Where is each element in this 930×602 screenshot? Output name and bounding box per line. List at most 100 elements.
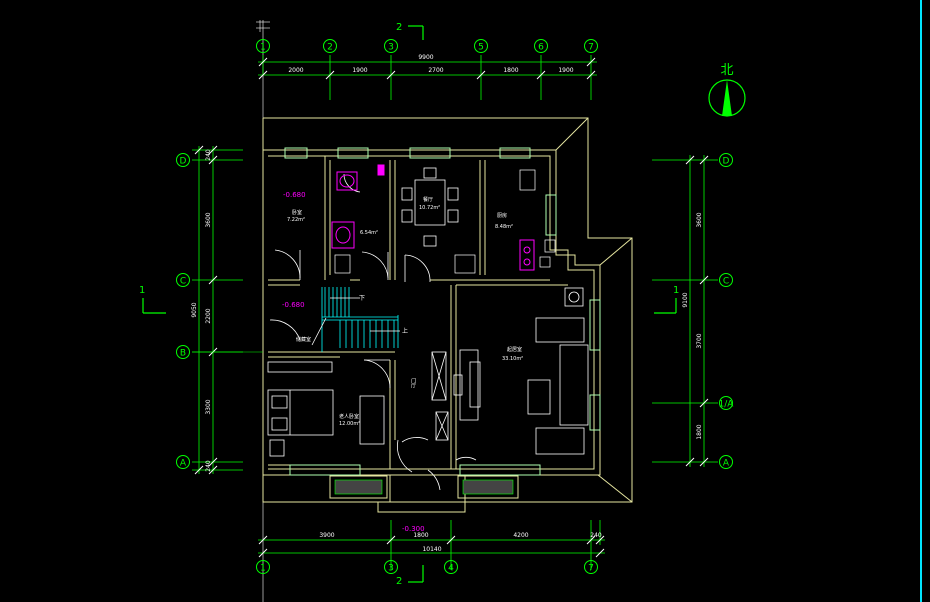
- room-name-bedroom-sw: 老人卧室: [339, 413, 359, 420]
- axis-bubble-bottom: 4: [444, 560, 458, 574]
- axis-bubble-left: A: [176, 455, 190, 469]
- elevation-bedroom-nw: -0.680: [283, 191, 306, 199]
- axis-bubble-left: B: [176, 345, 190, 359]
- living-room-furniture: [431, 287, 589, 455]
- top-dimension-group: 2: [256, 20, 597, 602]
- axis-bubble-top: 5: [474, 39, 488, 53]
- stair-down-label: 下: [359, 295, 365, 302]
- axis-bubble-left-label: D: [180, 157, 187, 167]
- axis-bubble-left-label: B: [180, 349, 186, 359]
- bathroom-fixtures: [331, 164, 535, 271]
- axis-bubble-top-label: 1: [260, 43, 266, 53]
- axis-bubble-bottom-label: 3: [388, 564, 394, 574]
- axis-bubble-top: 1: [256, 39, 270, 53]
- door-swings: [269, 173, 477, 491]
- room-area-bath: 6.54m²: [360, 230, 378, 236]
- axis-bubble-right-label: D: [723, 157, 730, 167]
- section-mark-top: 2: [396, 22, 402, 33]
- axis-bubble-bottom-label: 1: [260, 564, 266, 574]
- axis-bubble-right: C: [719, 273, 733, 287]
- room-name-living: 起居室: [507, 346, 522, 353]
- dim-left-segment: 3600: [205, 212, 212, 227]
- axis-bubble-left: C: [176, 273, 190, 287]
- axis-bubbles-left: D C B A: [176, 153, 190, 469]
- north-label: 北: [720, 63, 733, 78]
- right-dimension-texts: 9100 3600 3700 1800: [682, 212, 703, 439]
- room-area-kitchen: 8.48m²: [495, 224, 513, 230]
- stair: [311, 287, 400, 352]
- dim-right-segment: 3600: [696, 212, 703, 227]
- dim-top-segment: 1900: [352, 67, 367, 74]
- axis-bubble-top-label: 7: [588, 43, 594, 53]
- bottom-dimension-group: 2: [258, 520, 605, 587]
- left-dimension-texts: 9050 240 3600 2200 3300 240: [191, 149, 212, 472]
- dim-bottom-segment: 4200: [513, 532, 528, 539]
- dim-top-segment: 1800: [503, 67, 518, 74]
- axis-bubble-top: 3: [384, 39, 398, 53]
- dim-top-segment: 1900: [558, 67, 573, 74]
- dim-top-total: 9900: [418, 54, 433, 61]
- room-area-dining: 10.72m²: [419, 205, 440, 211]
- dim-right-outer: 9100: [682, 292, 689, 307]
- hall-label: 门厅: [410, 377, 416, 388]
- building-walls: [262, 117, 633, 513]
- room-name-dining: 餐厅: [423, 196, 433, 203]
- axis-bubble-left-label: A: [180, 459, 187, 469]
- stair-label: 储藏室: [296, 336, 311, 343]
- section-mark-left: 1: [139, 285, 145, 296]
- room-area-living: 33.10m²: [502, 356, 523, 362]
- dim-top-segment: 2700: [428, 67, 443, 74]
- dining-table: [401, 167, 459, 247]
- stair-up-label: 上: [402, 327, 408, 335]
- dim-bottom-total: 10140: [422, 546, 441, 553]
- axis-bubble-bottom-label: 4: [448, 564, 454, 574]
- dim-left-wall-top: 240: [205, 149, 212, 161]
- axis-bubbles-right: D C 1/A A: [719, 153, 735, 469]
- axis-bubble-left: D: [176, 153, 190, 167]
- axis-bubble-top: 2: [323, 39, 337, 53]
- dim-top-segment: 2000: [288, 67, 303, 74]
- north-arrow-icon: 北: [708, 63, 746, 117]
- top-dimension-texts: 9900 2000 1900 2700 1800 1900: [288, 54, 573, 74]
- dim-left-segment: 3300: [205, 399, 212, 414]
- dim-left-wall-bottom: 240: [205, 460, 212, 472]
- dim-right-segment: 3700: [696, 333, 703, 348]
- axis-bubbles-bottom: 1 3 4 7: [256, 560, 598, 574]
- axis-bubble-right-label: C: [723, 277, 729, 287]
- axis-bubble-bottom: 7: [584, 560, 598, 574]
- dim-left-segment: 2200: [205, 308, 212, 323]
- dim-right-segment: 1800: [696, 424, 703, 439]
- axis-bubble-bottom-label: 7: [588, 564, 594, 574]
- bedroom-furniture: [267, 361, 385, 457]
- room-area-bedroom-sw: 12.00m²: [339, 421, 360, 427]
- section-mark-bottom: 2: [396, 576, 402, 587]
- axis-bubble-top-label: 3: [388, 43, 394, 53]
- room-name-kitchen: 厨房: [497, 212, 507, 219]
- right-dimension-group: 1: [652, 155, 718, 467]
- axis-bubble-right: D: [719, 153, 733, 167]
- kitchen-fixtures: [334, 169, 556, 274]
- axis-bubble-top: 6: [534, 39, 548, 53]
- window-sills: [329, 475, 519, 499]
- axis-bubble-right: A: [719, 455, 733, 469]
- axis-bubble-top-label: 6: [538, 43, 544, 53]
- axis-bubbles-top: 1 2 3 5 6 7: [256, 39, 598, 53]
- axis-bubble-right: 1/A: [719, 396, 735, 410]
- axis-bubble-right-label: 1/A: [719, 400, 735, 410]
- dim-bottom-segment: 240: [590, 532, 602, 539]
- axis-bubble-left-label: C: [180, 277, 186, 287]
- dim-bottom-segment: 3900: [319, 532, 334, 539]
- elevation-entrance: -0.300: [402, 525, 425, 533]
- windows: [284, 147, 601, 476]
- dim-left-outer: 9050: [191, 302, 198, 317]
- section-mark-right: 1: [673, 285, 679, 296]
- axis-bubble-bottom: 1: [256, 560, 270, 574]
- axis-bubble-top-label: 2: [327, 43, 333, 53]
- room-name-bedroom-nw: 卧室: [292, 209, 302, 216]
- axis-bubble-right-label: A: [723, 459, 730, 469]
- room-labels: -0.680 卧室 7.22m² 6.54m² 餐厅 10.72m² 厨房 8.…: [282, 191, 523, 533]
- axis-bubble-top-label: 5: [478, 43, 484, 53]
